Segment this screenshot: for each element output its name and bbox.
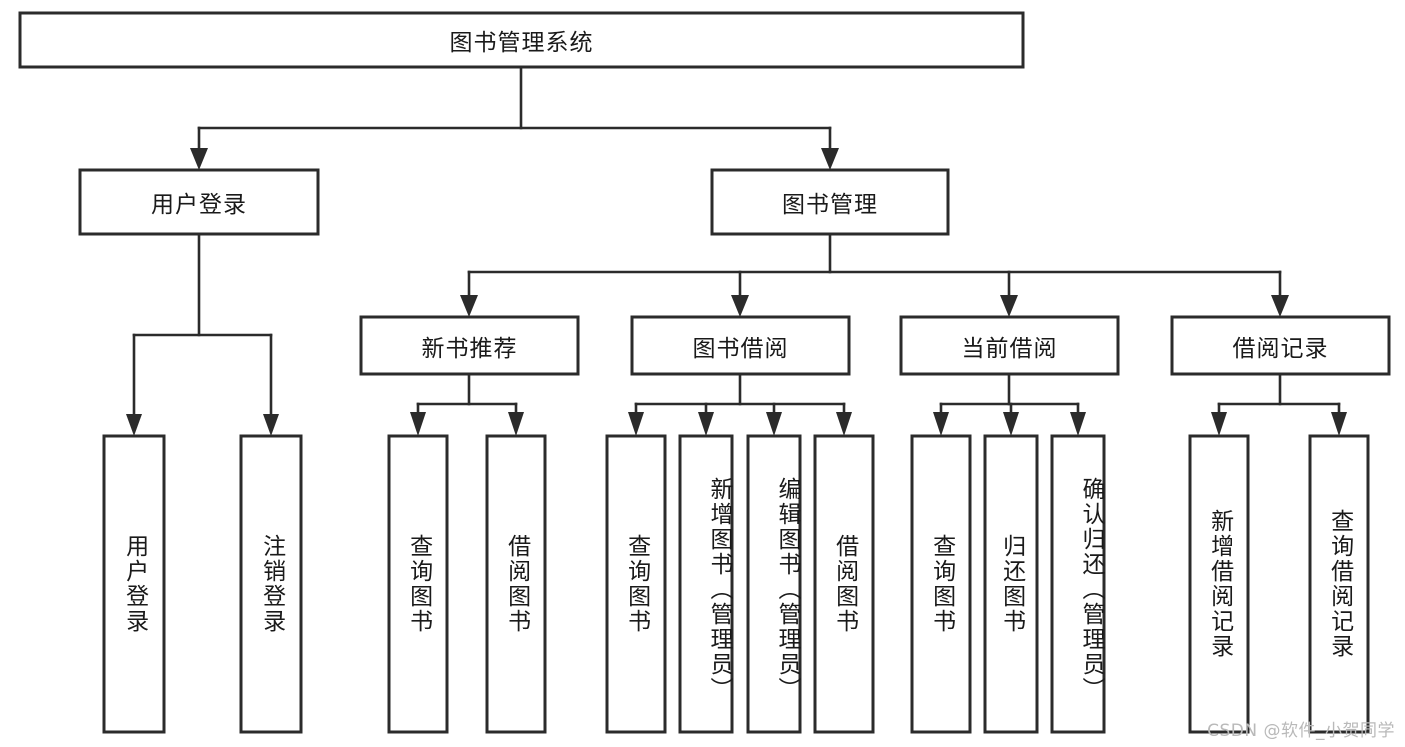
arrow-head-leaf-addbook xyxy=(698,412,714,436)
node-box-current-borrow[interactable] xyxy=(899,315,1120,376)
node-box-leaf-query-book-1[interactable] xyxy=(387,434,449,734)
arrow-head-newbook xyxy=(460,295,478,317)
arrow-head-records xyxy=(1271,295,1289,317)
node-box-leaf-query-record[interactable] xyxy=(1308,434,1370,734)
connector-group-root xyxy=(190,65,839,170)
node-box-leaf-borrow-book-2[interactable] xyxy=(813,434,875,734)
arrow-head-leaf-confirm xyxy=(1070,412,1086,436)
arrow-head-leaf-logout xyxy=(263,414,279,436)
node-box-book-management[interactable] xyxy=(710,168,950,236)
arrow-head-leaf-queryrecord xyxy=(1331,412,1347,436)
node-box-leaf-query-book-3[interactable] xyxy=(910,434,972,734)
node-box-leaf-add-book[interactable] xyxy=(678,434,734,734)
node-box-leaf-query-book-2[interactable] xyxy=(605,434,667,734)
connector-group-bookmgmt xyxy=(460,232,1289,317)
arrow-head-bookmgmt xyxy=(821,148,839,170)
node-box-leaf-add-record[interactable] xyxy=(1188,434,1250,734)
arrow-head-leaf-return xyxy=(1003,412,1019,436)
arrow-head-leaf-query-2 xyxy=(628,412,644,436)
node-box-borrow-records[interactable] xyxy=(1170,315,1391,376)
node-box-new-book-recommend[interactable] xyxy=(359,315,580,376)
arrow-head-borrow xyxy=(731,295,749,317)
node-box-leaf-confirm-return[interactable] xyxy=(1050,434,1106,734)
connector-group-borrow xyxy=(628,372,852,436)
arrow-head-leaf-borrow-2 xyxy=(836,412,852,436)
node-box-leaf-edit-book[interactable] xyxy=(746,434,802,734)
arrow-head-current xyxy=(1000,295,1018,317)
connector-group-userlogin xyxy=(126,232,279,436)
arrow-head-leaf-addrecord xyxy=(1211,412,1227,436)
arrow-head-leaf-borrow-1 xyxy=(508,412,524,436)
node-box-root[interactable] xyxy=(18,11,1025,69)
node-box-leaf-borrow-book-1[interactable] xyxy=(485,434,547,734)
arrow-head-leaf-userlogin xyxy=(126,414,142,436)
node-box-user-login[interactable] xyxy=(78,168,320,236)
csdn-watermark: CSDN @软件_小贺同学 xyxy=(1207,721,1395,741)
node-box-book-borrow[interactable] xyxy=(630,315,851,376)
arrow-head-leaf-query-1 xyxy=(410,412,426,436)
arrow-head-leaf-editbook xyxy=(766,412,782,436)
connector-group-records xyxy=(1211,372,1347,436)
node-box-leaf-user-login[interactable] xyxy=(102,434,166,734)
node-box-leaf-return-book[interactable] xyxy=(983,434,1039,734)
arrow-head-leaf-query-3 xyxy=(933,412,949,436)
connector-group-current xyxy=(933,372,1086,436)
node-box-leaf-logout[interactable] xyxy=(239,434,303,734)
arrow-head-userlogin xyxy=(190,148,208,170)
connector-group-newbook xyxy=(410,372,524,436)
